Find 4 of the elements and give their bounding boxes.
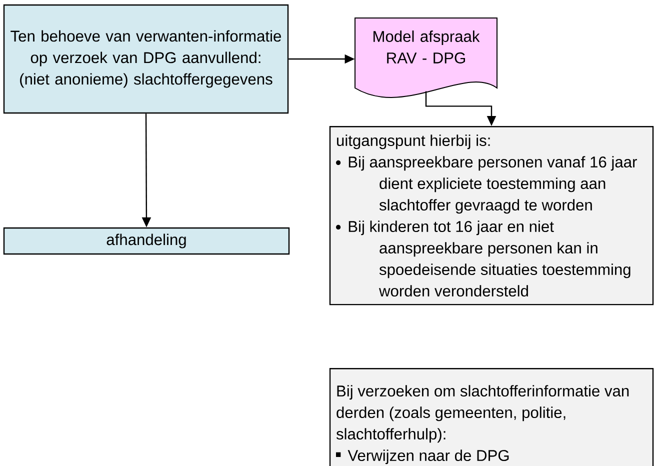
process-box: afhandeling xyxy=(3,227,290,255)
note-box: Bij verzoeken om slachtofferinformatie van derden (zoals gemeenten, politie, slachtofferhulp): Verwijzen naar de DPG xyxy=(329,368,654,466)
note-box: uitgangspunt hierbij is: Bij aanspreekbare personen vanaf 16 jaar dient expliciete toestemming aan slachtoffer gevraagd te worden Bij kinderen tot 16 jaar en niet aanspreekbare personen kan in spoedeisende situaties toestemming worden verondersteld xyxy=(329,126,654,306)
process-box: Ten behoeve van verwanten-informatie op verzoek van DPG aanvullend: (niet anonieme) slachtoffergegevens xyxy=(3,4,289,114)
